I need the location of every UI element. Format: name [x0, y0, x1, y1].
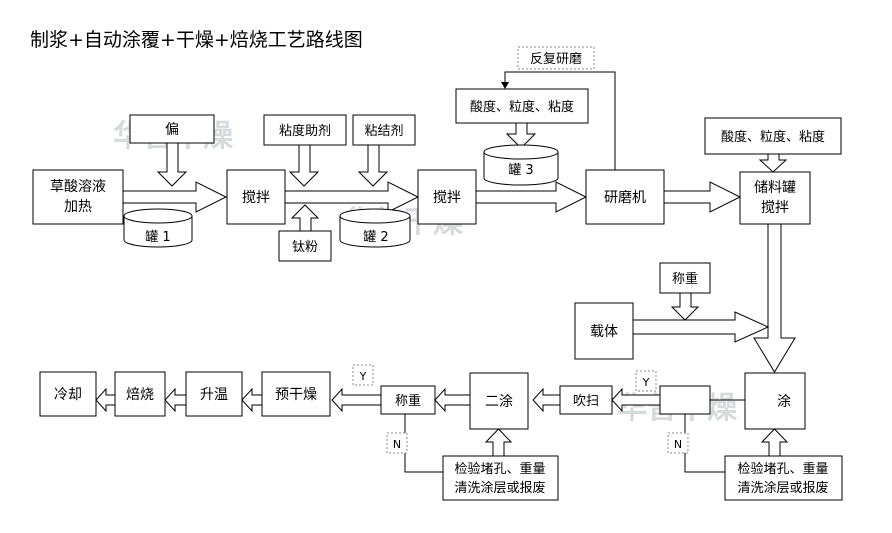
n-label-2: N: [393, 438, 401, 451]
binder-label: 粘结剂: [364, 124, 403, 139]
arrow-grinder-to-storage: [663, 181, 742, 213]
tank-1: 罐 1: [123, 208, 193, 248]
n-path-2: [404, 414, 443, 473]
regrind-box: [517, 46, 595, 70]
mix1-label: 搅拌: [242, 190, 270, 206]
heat-label: 升温: [200, 387, 228, 403]
arrow-check2-up: [484, 428, 513, 457]
tank-2-label: 罐 2: [363, 230, 388, 245]
predry-label: 预干燥: [275, 387, 317, 403]
roast-box: [114, 371, 166, 417]
check1-label-1: 检验堵孔、重量: [737, 461, 828, 477]
coat1-box: [744, 372, 806, 430]
coat2-label: 二涂: [485, 394, 513, 410]
arrow-binder-down: [357, 144, 389, 187]
tank-1-label: 罐 1: [145, 230, 170, 245]
binder-box: [352, 114, 416, 146]
weigh-box-1: [659, 262, 711, 294]
arrow-check1-up: [760, 428, 789, 457]
heat-box: [185, 371, 243, 417]
carrier-box: [574, 302, 634, 360]
ti-powder-label: 钛粉: [292, 240, 318, 255]
mix2-box: [417, 169, 477, 225]
roast-label: 焙烧: [126, 387, 154, 403]
weigh-box-2: [380, 385, 436, 415]
check2-label-2: 清洗涂层或报废: [454, 480, 545, 496]
acidity-box-2: [704, 117, 842, 155]
arrow-oxalic-to-mix1: [122, 181, 228, 213]
cool-label: 冷却: [54, 387, 82, 403]
arrow-viscosity-down: [288, 144, 320, 187]
blow-box: [559, 385, 613, 415]
y-marker-2: [352, 364, 374, 386]
check-box-1: [724, 455, 843, 501]
weigh-hidden-box-1: [659, 385, 711, 415]
storage-tank-box: [739, 171, 811, 225]
regrind-loop-line: [504, 71, 616, 170]
viscosity-aid-label: 粘度助剂: [279, 123, 331, 139]
acidity-label-2: 酸度、粒度、粘度: [721, 129, 825, 145]
arrow-heat-to-roast: [164, 387, 187, 413]
arrow-predry-to-heat: [241, 387, 263, 413]
arrow-ti-up: [290, 204, 320, 232]
weigh-label-2: 称重: [395, 393, 421, 409]
weigh-label-1: 称重: [672, 271, 698, 287]
arrow-storage-to-coat1: [753, 223, 796, 373]
arrow-mix1-to-mix2: [284, 181, 420, 213]
arrow-blow-to-coat2: [532, 387, 561, 413]
tank-3-label: 罐 3: [508, 163, 533, 178]
tank-3: 罐 3: [483, 144, 559, 186]
oxalic-heat-label-2: 加热: [64, 199, 92, 215]
arrow-ph-down: [156, 142, 188, 187]
arrow-weigh2-to-predry: [331, 387, 382, 413]
y-marker-1: [635, 370, 657, 392]
n-label-1: N: [674, 438, 682, 451]
regrind-label: 反复研磨: [530, 52, 582, 67]
storage-label-2: 搅拌: [761, 200, 789, 216]
check-box-2: [442, 455, 559, 501]
arrow-roast-to-cool: [95, 387, 116, 413]
n-marker-2: [386, 432, 408, 454]
arrow-carrier: [632, 311, 770, 343]
storage-label-1: 储料罐: [754, 180, 796, 196]
viscosity-aid-box: [263, 114, 347, 146]
blow-label: 吹扫: [573, 394, 599, 409]
check2-label-1: 检验堵孔、重量: [454, 461, 545, 477]
y-label-2: Y: [359, 370, 367, 383]
regrind-arrowhead: [501, 82, 509, 89]
cool-box: [39, 371, 97, 417]
grinder-label: 研磨机: [604, 190, 646, 206]
arrow-acidity-1-down: [505, 122, 537, 149]
carrier-label: 载体: [590, 324, 618, 340]
diagram-title: 制浆+自动涂覆+干燥+焙烧工艺路线图: [30, 29, 363, 51]
ph-regulator-label: 偏: [165, 122, 179, 138]
mix2-label: 搅拌: [433, 190, 461, 206]
coat1-label: 涂: [777, 394, 791, 410]
grinder-box: [585, 169, 665, 225]
arrow-weigh1-to-blow: [611, 387, 661, 413]
arrow-acidity-2-down: [758, 153, 788, 173]
predry-box: [261, 371, 331, 417]
arrow-weigh-1-down: [670, 292, 700, 321]
tank-2: 罐 2: [339, 208, 411, 248]
check1-label-2: 清洗涂层或报废: [737, 480, 828, 496]
arrow-coat2-to-weigh2: [434, 387, 471, 413]
y-label-1: Y: [642, 376, 650, 389]
oxalic-heat-label-1: 草酸溶液: [50, 179, 106, 195]
acidity-label-1: 酸度、粒度、粘度: [470, 99, 574, 115]
arrow-mix2-to-grinder: [475, 181, 588, 213]
n-marker-1: [667, 432, 689, 454]
